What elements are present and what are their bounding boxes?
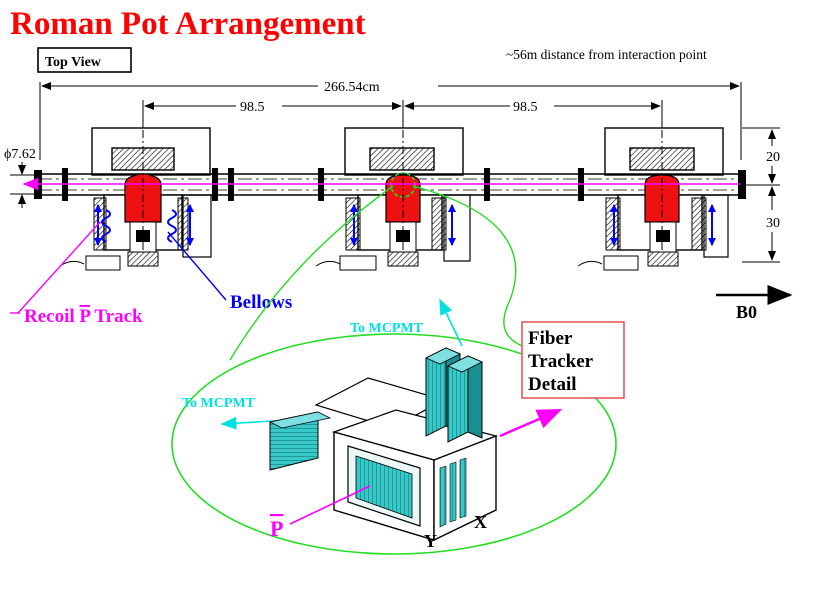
- total-length-label: 266.54cm: [324, 80, 380, 95]
- beam-pipe-diameter-label: ϕ7.62: [4, 147, 36, 162]
- recoil-track-pointer: [17, 221, 101, 314]
- pbar-label: P: [270, 516, 283, 541]
- recoil-track-p: P: [79, 306, 91, 327]
- fiber-tracker-line3: Detail: [528, 374, 577, 395]
- distance-note: ~56m distance from interaction point: [506, 47, 707, 62]
- axis-x-label: X: [474, 512, 487, 532]
- bellows-pointer: [167, 231, 227, 301]
- roman-pot-station-1: [59, 127, 212, 271]
- fiber-detail-ellipse: [171, 333, 617, 555]
- height-bottom-label: 30: [766, 216, 780, 231]
- roman-pot-station-3: [577, 127, 729, 271]
- roman-pot-station-2: [315, 127, 471, 271]
- spacing-left-label: 98.5: [240, 100, 265, 115]
- to-mcpmt-top-arrow: [439, 298, 463, 347]
- b0-label: B0: [736, 302, 757, 322]
- axis-y-label: Y: [424, 531, 437, 551]
- to-mcpmt-top-label: To MCPMT: [350, 321, 424, 336]
- pbar-exit-arrow: [499, 408, 563, 438]
- fiber-tracker-detector: [268, 347, 498, 542]
- page-title: Roman Pot Arrangement: [10, 6, 366, 42]
- height-top-label: 20: [766, 150, 780, 165]
- pbar-track-arrow: [289, 485, 371, 525]
- recoil-track-label: Recoil P Track: [24, 306, 143, 327]
- fiber-tracker-line2: Tracker: [528, 351, 594, 372]
- detail-connector-right: [412, 185, 536, 351]
- fiber-tracker-box: [521, 321, 625, 399]
- detail-connector-left: [229, 185, 394, 361]
- fiber-tracker-line1: Fiber: [528, 328, 573, 349]
- to-mcpmt-left-label: To MCPMT: [182, 396, 256, 411]
- bellows-label: Bellows: [230, 292, 292, 313]
- top-view-label: Top View: [45, 55, 102, 70]
- top-view-box: [37, 47, 132, 73]
- spacing-right-label: 98.5: [513, 100, 538, 115]
